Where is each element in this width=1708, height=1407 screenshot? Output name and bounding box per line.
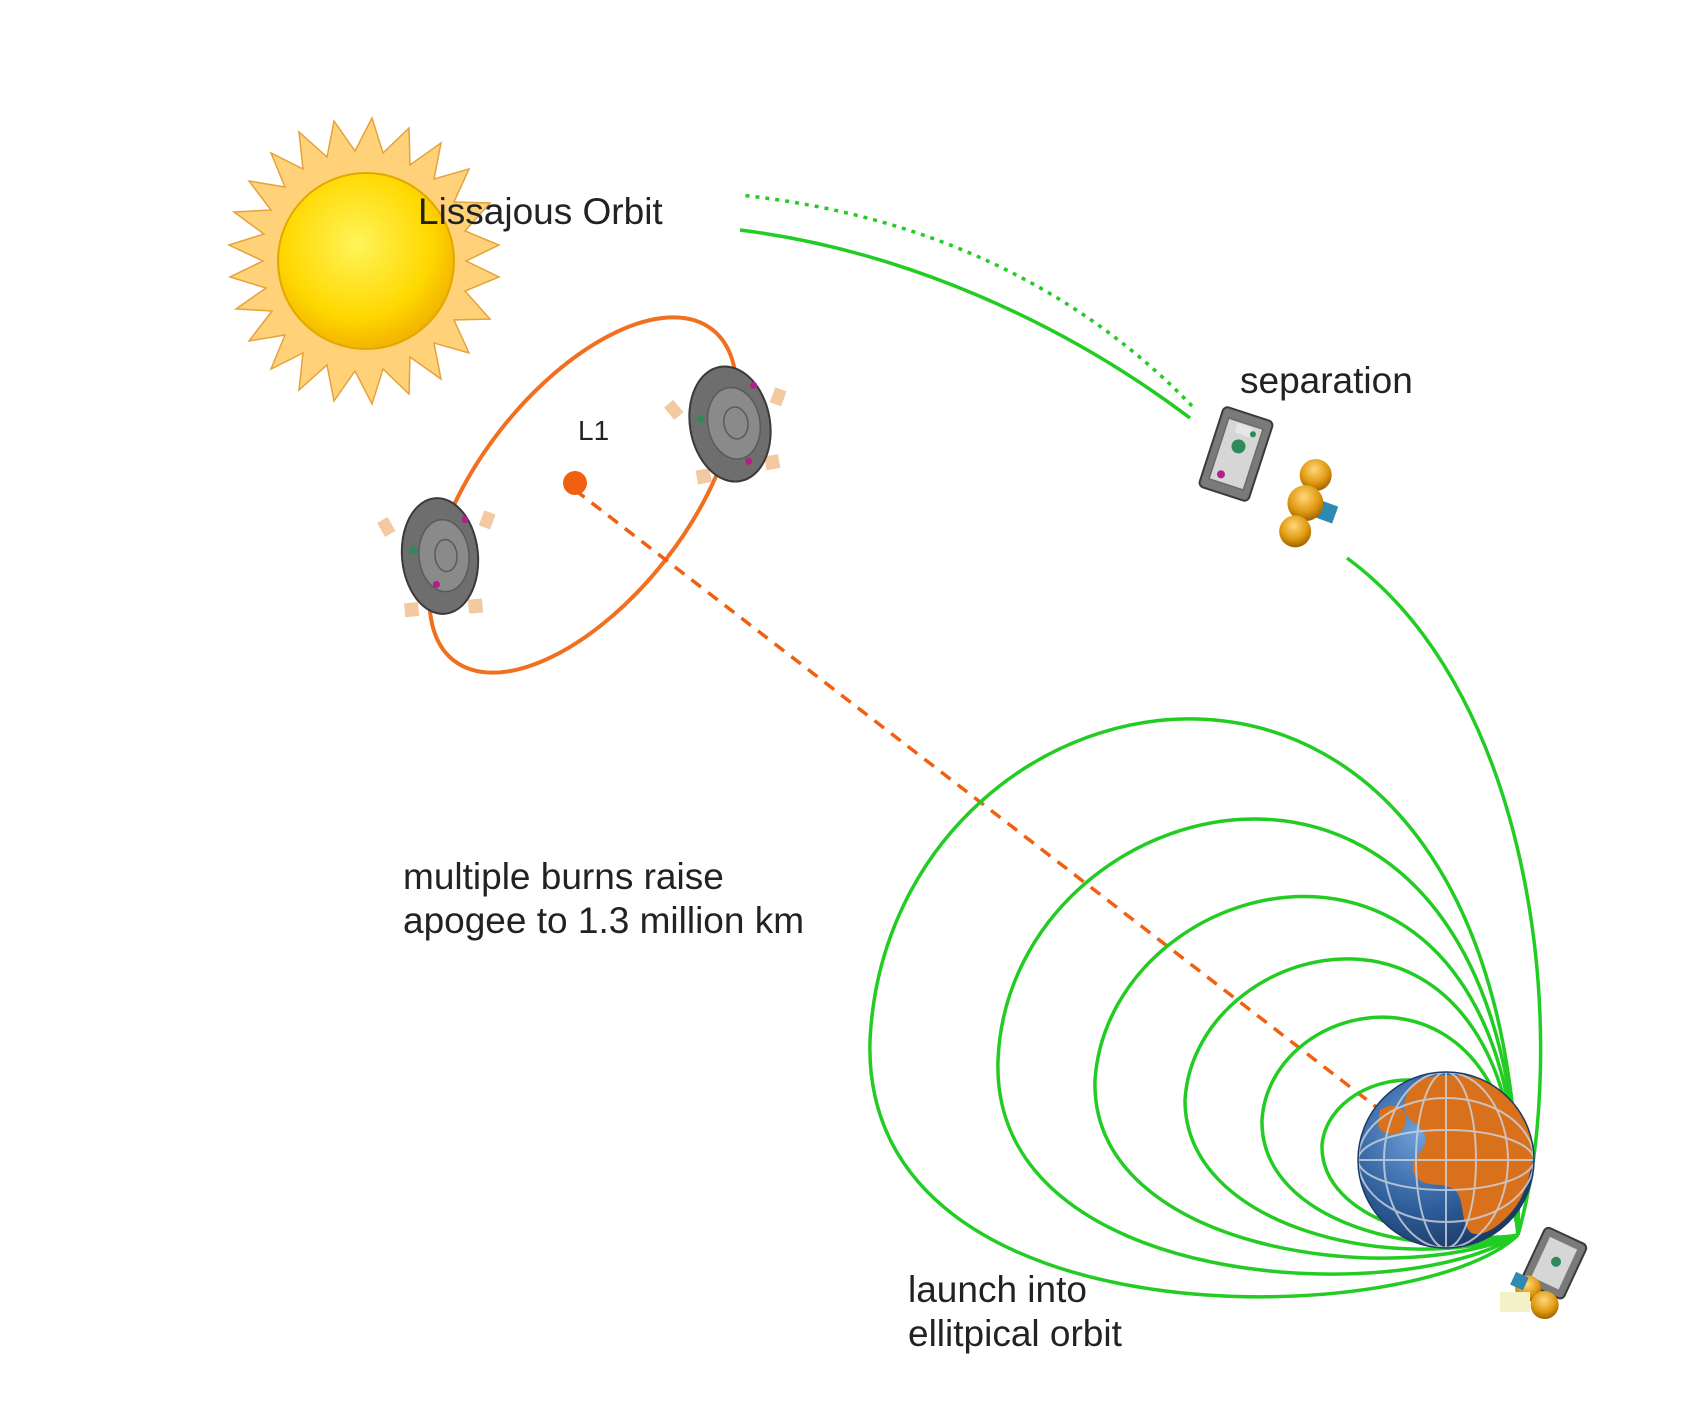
phasing-orbit-5 [1260, 1015, 1520, 1246]
sun-icon [226, 116, 501, 406]
transfer-trajectory [739, 228, 1192, 420]
burns-label: multiple burns raise apogee to 1.3 milli… [403, 855, 804, 944]
launch-label-line-2: ellitpical orbit [908, 1313, 1122, 1355]
escape-trajectory [1345, 556, 1543, 1236]
spacecraft-icon [377, 497, 496, 618]
burns-label-line-1: multiple burns raise [403, 856, 724, 897]
l1-label: L1 [578, 415, 610, 446]
separation-label: separation [1240, 360, 1413, 401]
sun-core [277, 172, 455, 350]
phasing-orbit-4 [1183, 957, 1520, 1251]
l1-earth-line [573, 488, 1447, 1162]
earth-icon [1357, 1071, 1535, 1249]
spacecraft-icon [664, 365, 787, 485]
l1-point [563, 471, 587, 495]
phasing-orbit-2 [996, 817, 1520, 1276]
phasing-orbit-3 [1093, 894, 1520, 1260]
earth-continent [1404, 1075, 1534, 1235]
phasing-orbit-1 [868, 717, 1520, 1299]
lissajous-orbit-label: Lissajous Orbit [418, 191, 663, 232]
launch-label: launch into ellitpical orbit [908, 1268, 1122, 1357]
earth-continent-2 [1378, 1105, 1406, 1135]
launch-label-line-1: launch into [908, 1269, 1087, 1310]
burns-label-line-2: apogee to 1.3 million km [403, 900, 805, 942]
propulsion-module-icon [1279, 459, 1339, 548]
launch-stack-base [1500, 1292, 1530, 1312]
separated-spacecraft-icon [1198, 406, 1274, 502]
transfer-trajectory-dotted [739, 193, 1194, 408]
